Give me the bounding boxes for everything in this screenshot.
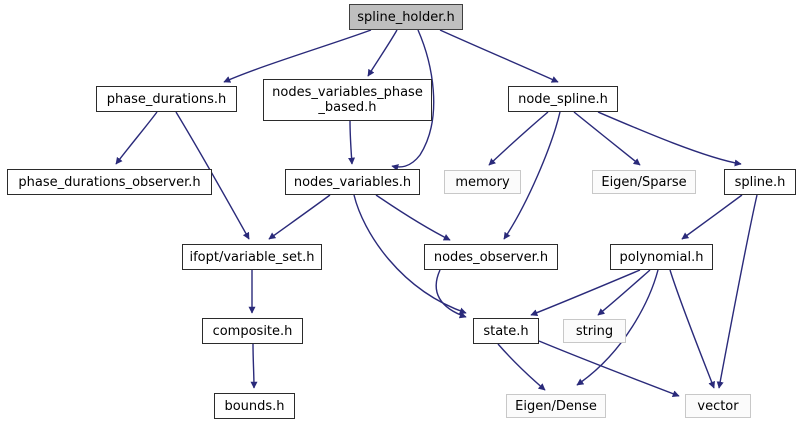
graph-node-label: vector	[697, 398, 739, 414]
graph-edge-spline_holder-to-node_spline	[439, 29, 559, 83]
graph-node-phase_durations_observer[interactable]: phase_durations_observer.h	[7, 169, 212, 195]
graph-node-ifopt_variable_set[interactable]: ifopt/variable_set.h	[182, 244, 322, 270]
graph-node-label: Eigen/Dense	[515, 398, 597, 414]
graph-node-label: composite.h	[212, 323, 293, 339]
graph-edge-nodes_variables-to-nodes_observer	[375, 194, 451, 241]
graph-node-label: memory	[455, 174, 510, 190]
graph-edge-spline-to-vector	[716, 194, 758, 389]
graph-edge-nodes_variables-to-ifopt_variable_set	[268, 194, 331, 240]
graph-node-spline_holder[interactable]: spline_holder.h	[349, 4, 463, 30]
graph-edge-nodes_variables_phase-to-nodes_variables	[348, 120, 356, 165]
graph-edge-polynomial-to-string	[597, 269, 651, 316]
graph-edge-spline_holder-to-phase_durations	[223, 29, 372, 83]
graph-edge-node_spline-to-memory	[488, 111, 549, 166]
graph-node-nodes_variables[interactable]: nodes_variables.h	[285, 169, 420, 195]
graph-edge-nodes_observer-to-state	[435, 269, 467, 319]
graph-node-string[interactable]: string	[563, 319, 626, 343]
graph-node-label: Eigen/Sparse	[601, 174, 687, 190]
graph-edge-polynomial-to-state	[530, 269, 641, 316]
graph-node-phase_durations[interactable]: phase_durations.h	[96, 86, 237, 112]
graph-node-eigen_sparse[interactable]: Eigen/Sparse	[592, 170, 696, 194]
graph-edge-spline_holder-to-nodes_variables_phase	[367, 29, 398, 77]
graph-edge-phase_durations-to-phase_durations_observer	[115, 111, 158, 165]
graph-node-label: spline.h	[734, 174, 786, 190]
graph-node-label: ifopt/variable_set.h	[189, 249, 315, 265]
graph-node-state[interactable]: state.h	[473, 318, 539, 344]
graph-node-composite[interactable]: composite.h	[202, 318, 303, 344]
graph-edge-state-to-eigen_dense	[497, 343, 546, 391]
graph-node-label: spline_holder.h	[357, 9, 455, 25]
graph-node-spline[interactable]: spline.h	[724, 169, 796, 195]
graph-node-label: state.h	[483, 323, 529, 339]
graph-node-memory[interactable]: memory	[444, 170, 521, 194]
graph-node-label: phase_durations_observer.h	[18, 174, 201, 190]
graph-node-node_spline[interactable]: node_spline.h	[508, 86, 618, 112]
graph-node-eigen_dense[interactable]: Eigen/Dense	[506, 394, 606, 418]
graph-edge-state-to-vector	[538, 340, 680, 398]
edge-layer	[115, 29, 758, 398]
graph-edge-node_spline-to-eigen_sparse	[573, 111, 641, 166]
graph-edge-composite-to-bounds	[250, 343, 258, 389]
graph-node-nodes_variables_phase[interactable]: nodes_variables_phase _based.h	[263, 79, 432, 121]
graph-node-label: node_spline.h	[518, 91, 608, 107]
graph-edge-spline_holder-to-nodes_variables	[391, 29, 435, 171]
graph-node-nodes_observer[interactable]: nodes_observer.h	[424, 244, 558, 270]
graph-node-label: phase_durations.h	[106, 91, 227, 107]
graph-node-bounds[interactable]: bounds.h	[214, 393, 295, 419]
graph-node-polynomial[interactable]: polynomial.h	[610, 244, 713, 270]
graph-node-label: bounds.h	[224, 398, 285, 414]
graph-node-label: nodes_observer.h	[433, 249, 549, 265]
graph-edge-spline-to-polynomial	[681, 194, 743, 240]
graph-node-label: string	[575, 323, 614, 339]
graph-edge-phase_durations-to-ifopt_variable_set	[175, 111, 250, 240]
graph-node-label: polynomial.h	[619, 249, 704, 265]
graph-edge-polynomial-to-vector	[669, 269, 715, 389]
graph-edge-polynomial-to-eigen_dense	[576, 269, 659, 386]
graph-node-label: nodes_variables.h	[293, 174, 412, 190]
graph-edge-node_spline-to-spline	[597, 111, 742, 167]
graph-edge-node_spline-to-nodes_observer	[503, 111, 561, 240]
graph-node-vector[interactable]: vector	[685, 394, 751, 418]
graph-node-label: nodes_variables_phase _based.h	[272, 85, 423, 115]
